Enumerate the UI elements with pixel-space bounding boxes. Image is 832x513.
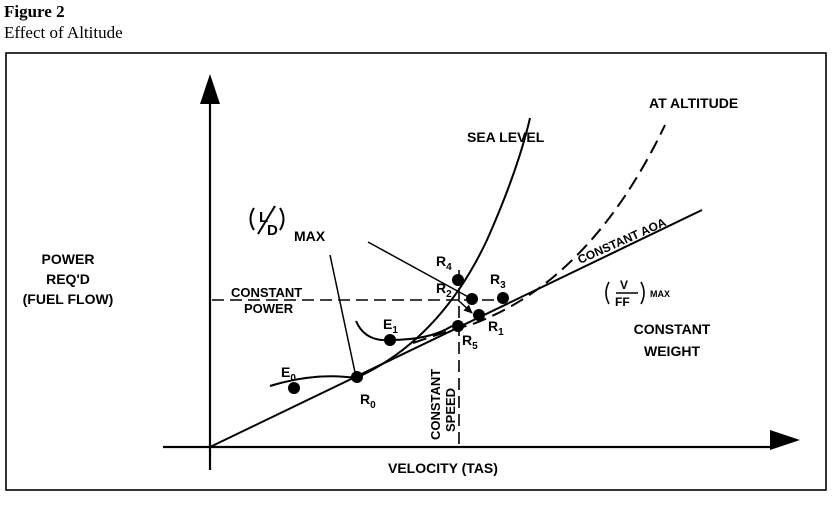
at-altitude-curve [412,124,666,344]
label-r2: R2 [436,280,452,300]
figure-title: Effect of Altitude [4,23,123,42]
x-axis-arrowhead [770,430,800,450]
figure-frame [5,52,827,491]
point-e0 [288,382,300,394]
y-axis-label-line1: POWER [42,251,95,267]
point-r1 [473,309,485,321]
point-r5 [452,320,464,332]
svg-text:FF: FF [615,295,630,309]
vff-max-label: V FF MAX [605,278,670,309]
y-axis-arrowhead [200,74,220,104]
label-e1: E1 [383,316,398,336]
ld-max-label: L D MAX [249,205,326,244]
label-r4: R4 [436,253,452,273]
point-r2 [466,293,478,305]
constant-weight-label-line1: CONSTANT [634,321,711,337]
arrow-r2-to-r1 [457,299,473,314]
point-r3 [497,292,509,304]
constant-power-label-line2: POWER [244,301,294,316]
svg-text:L: L [259,209,268,226]
sea-level-curve [269,117,531,387]
label-r0: R0 [360,391,376,411]
svg-text:MAX: MAX [294,228,326,244]
constant-weight-label-line2: WEIGHT [644,343,700,359]
constant-power-label-line1: CONSTANT [231,285,302,300]
ld-max-tangent-line [329,254,357,378]
figure-number: Figure 2 [4,2,65,21]
svg-text:D: D [267,222,278,239]
point-e1 [384,334,396,346]
svg-text:V: V [620,278,628,292]
constant-aoa-label: CONSTANT AOA [576,215,669,267]
sea-level-label: SEA LEVEL [467,129,545,145]
y-axis-label-line3: (FUEL FLOW) [23,291,114,307]
constant-speed-label-line1: CONSTANT [428,369,443,440]
point-r4 [452,274,464,286]
label-r1: R1 [488,318,504,338]
label-r5: R5 [462,332,478,352]
at-altitude-label: AT ALTITUDE [649,95,738,111]
label-e0: E0 [281,364,296,384]
constant-speed-label-line2: SPEED [443,388,458,432]
tangent-line-r2 [367,241,473,300]
label-r3: R3 [490,271,506,291]
y-axis-label-line2: REQ'D [46,271,90,287]
svg-text:MAX: MAX [650,289,670,299]
x-axis-label: VELOCITY (TAS) [388,460,498,476]
point-r0 [351,371,363,383]
